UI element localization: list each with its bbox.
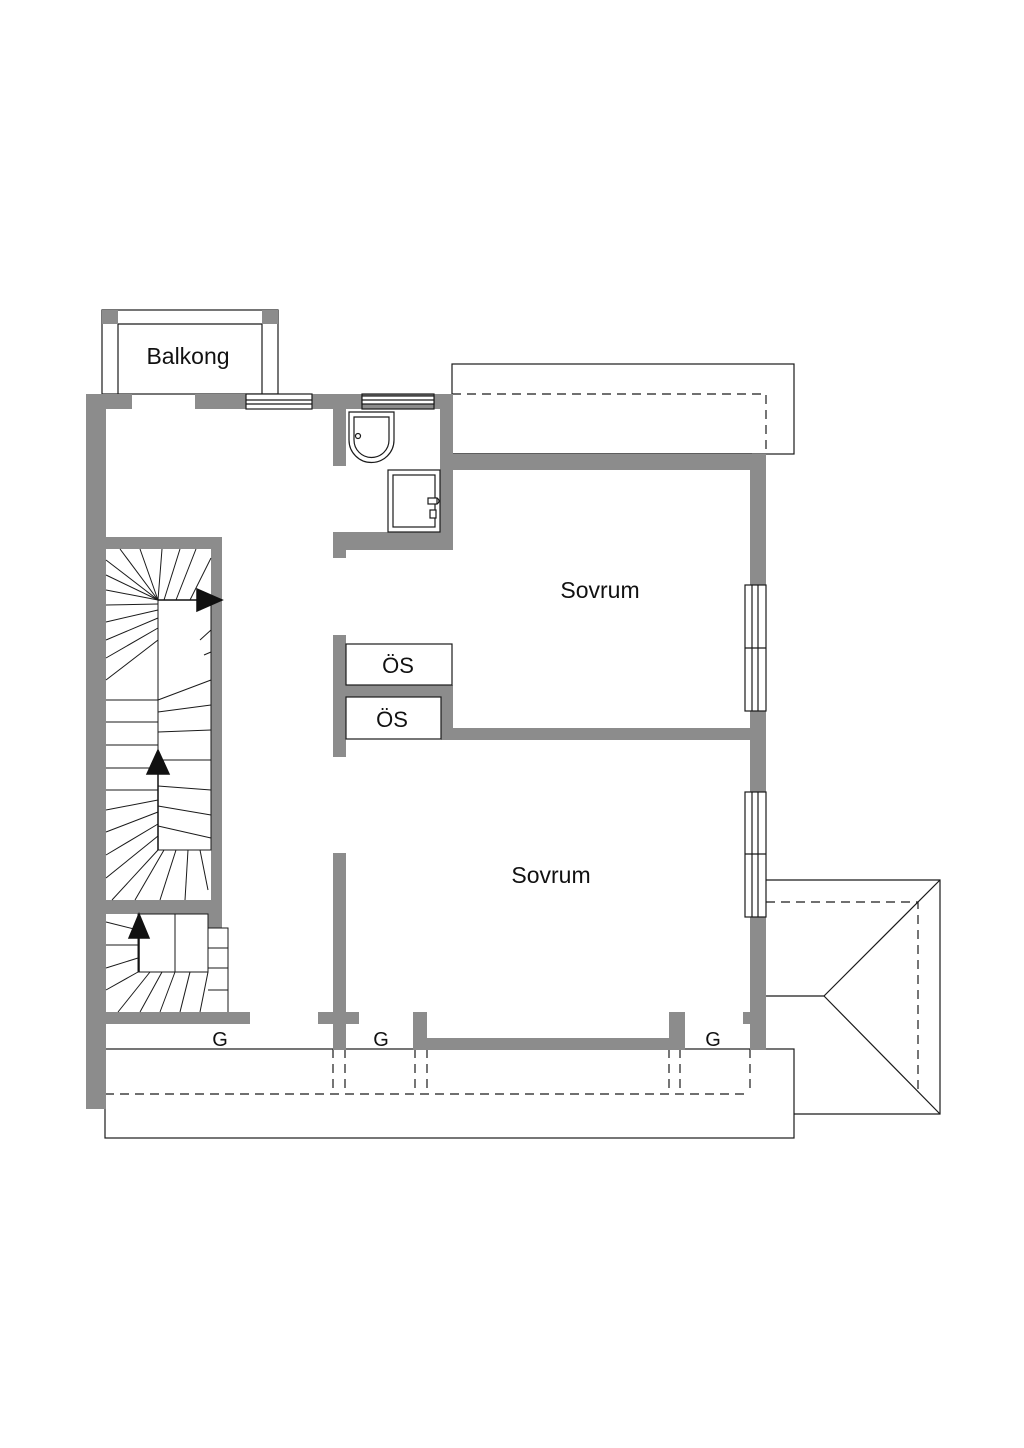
gutter-mark: G (705, 1029, 721, 1051)
sink-icon (348, 411, 395, 464)
gutter-mark: G (212, 1029, 228, 1051)
balcony (101, 309, 279, 395)
windows (245, 393, 767, 918)
roof-top (451, 363, 795, 455)
window-bedroom-2 (744, 791, 767, 918)
window-top-hall (245, 393, 313, 410)
storage-label: ÖS (382, 653, 414, 678)
storage-units (345, 643, 453, 740)
shower-icon (387, 469, 441, 533)
staircase (105, 548, 229, 1013)
balcony-label: Balkong (146, 343, 229, 369)
storage-label: ÖS (376, 707, 408, 732)
arrow-up-icon (127, 912, 151, 939)
room-label-bedroom: Sovrum (511, 862, 590, 888)
gutter-mark: G (373, 1029, 389, 1051)
arrow-right-icon (196, 587, 224, 613)
window-bedroom-1 (744, 584, 767, 712)
arrow-up-icon (145, 748, 171, 775)
stair-arrow-icons (127, 587, 224, 972)
roof-right (766, 879, 941, 1115)
room-label-bedroom: Sovrum (560, 577, 639, 603)
window-top-bath (361, 393, 435, 410)
roof-bottom (104, 1048, 795, 1139)
